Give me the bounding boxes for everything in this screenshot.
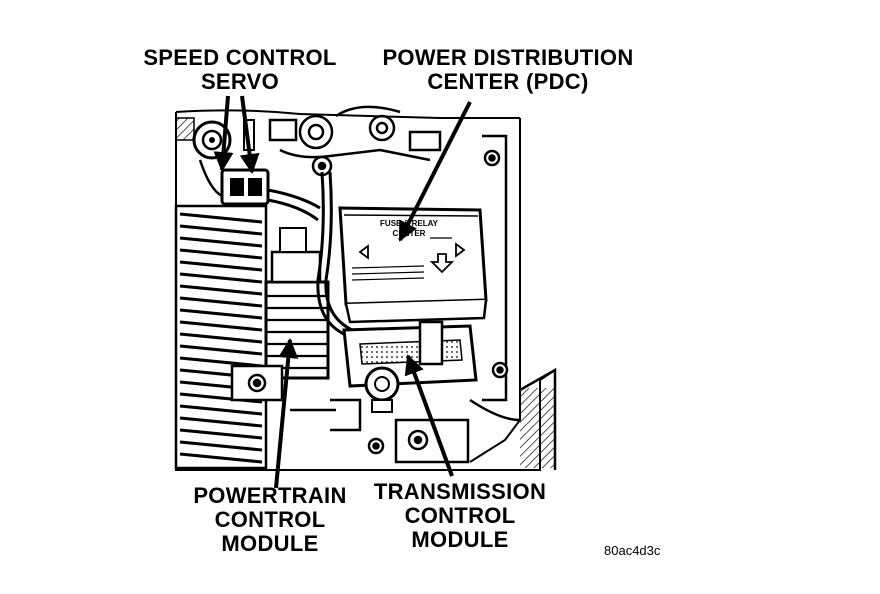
speed-control-servo-label-line1: SPEED CONTROL	[143, 45, 337, 70]
pdc-leader	[398, 101, 472, 242]
lower-engine-components	[290, 398, 470, 464]
servo-leader-right	[239, 95, 260, 174]
powertrain-control-module-label-line2: CONTROL	[214, 507, 326, 532]
radiator-louvers	[179, 212, 263, 464]
powertrain-control-module-label-line3: MODULE	[221, 531, 319, 556]
figure-code: 80ac4d3c	[604, 543, 661, 558]
power-distribution-center-label: POWER DISTRIBUTION CENTER (PDC)	[366, 46, 650, 94]
right-fender-panel	[469, 134, 557, 470]
speed-control-servo-label: SPEED CONTROL SERVO	[130, 46, 350, 94]
right-fender-hatching	[520, 388, 554, 468]
transmission-control-module-label: TRANSMISSION CONTROL MODULE	[362, 480, 558, 552]
tcm-leader	[404, 354, 454, 477]
transmission-control-module-label-line3: MODULE	[411, 527, 509, 552]
pcm-mount-bracket	[230, 364, 284, 402]
transmission-control-module-label-line1: TRANSMISSION	[373, 479, 547, 504]
engine-top-components	[268, 105, 442, 177]
powertrain-control-module-label-line1: POWERTRAIN	[193, 483, 347, 508]
callout-leader-lines	[213, 95, 472, 489]
transmission-control-module-label-line2: CONTROL	[404, 503, 516, 528]
power-distribution-center-label-line1: POWER DISTRIBUTION	[382, 45, 634, 70]
power-distribution-center-label-line2: CENTER (PDC)	[427, 69, 589, 94]
power-distribution-center-box	[338, 206, 488, 324]
speed-control-servo-label-line2: SERVO	[200, 69, 280, 94]
servo-leader-left	[213, 95, 234, 172]
pdc-cover-heading-line2: CENTER	[393, 229, 426, 238]
pcm-leader	[274, 338, 299, 489]
powertrain-control-module-label: POWERTRAIN CONTROL MODULE	[180, 484, 360, 556]
